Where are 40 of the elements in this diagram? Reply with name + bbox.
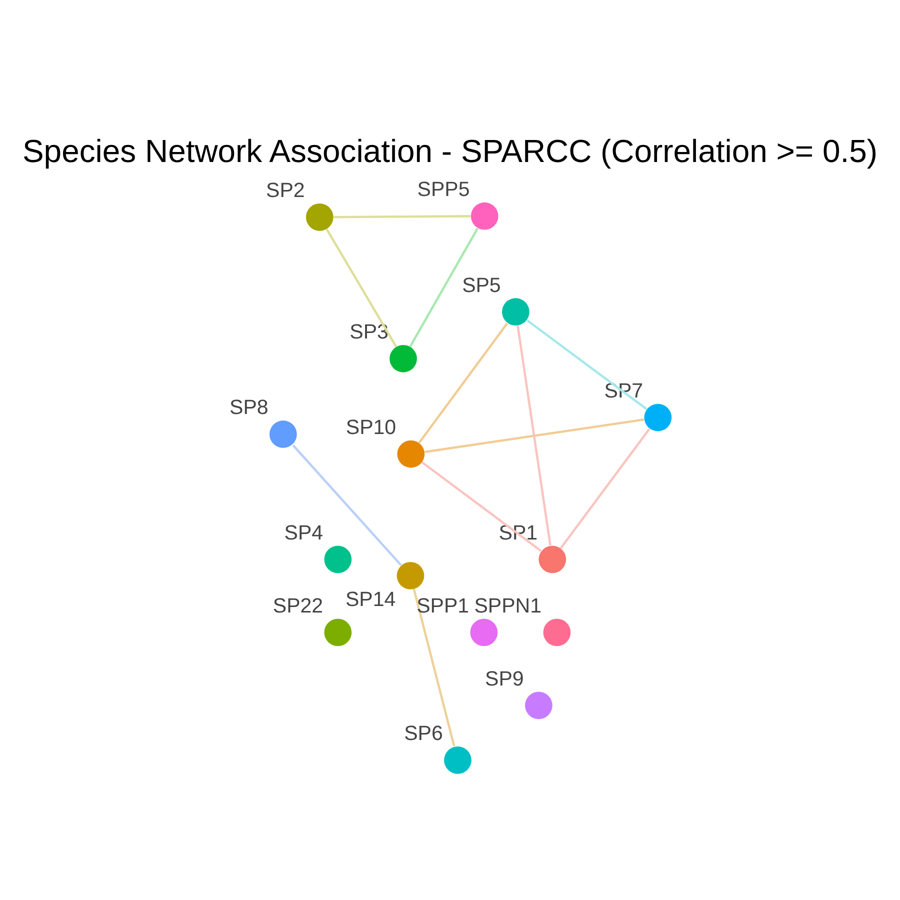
connector <box>418 322 508 444</box>
node-circle <box>306 202 334 230</box>
node-circle <box>470 618 498 646</box>
node-label: SP3 <box>350 320 388 344</box>
node-circle <box>502 298 530 326</box>
node-label: SPP1 <box>416 594 470 617</box>
node-circle <box>324 618 352 646</box>
node-circle <box>269 420 297 448</box>
node-label: SPP5 <box>417 178 470 201</box>
node-circle <box>390 344 417 372</box>
node-circle <box>324 545 352 573</box>
node-circle <box>444 746 472 774</box>
node-circle <box>538 545 566 573</box>
connector <box>292 444 402 566</box>
node-label: SP9 <box>485 666 524 690</box>
node-label: SPPN1 <box>474 594 542 617</box>
connector <box>421 460 542 552</box>
connector <box>326 228 398 347</box>
connector <box>334 214 471 218</box>
node-label: SP8 <box>230 396 268 419</box>
node-circle <box>397 440 425 468</box>
connector <box>424 418 644 453</box>
node-circle <box>396 562 424 589</box>
node-circle <box>470 202 498 230</box>
node-circle <box>525 691 552 719</box>
node-label: SP2 <box>266 178 305 202</box>
node-label: SP14 <box>345 587 396 610</box>
node-label: SP4 <box>284 520 324 544</box>
node-circle <box>644 403 672 431</box>
connector <box>560 428 650 548</box>
connector <box>526 318 648 410</box>
node-label: SP5 <box>462 273 501 296</box>
diagram-title: Species Network Association - SPARCC (Correlation >= 0.5) <box>22 132 878 168</box>
connector <box>412 588 456 746</box>
node-label: SP22 <box>272 594 324 617</box>
node-label: SP6 <box>404 722 443 745</box>
connector <box>409 227 479 347</box>
node-circle <box>543 618 571 646</box>
connector <box>516 325 552 546</box>
node-label: SP10 <box>346 415 396 438</box>
